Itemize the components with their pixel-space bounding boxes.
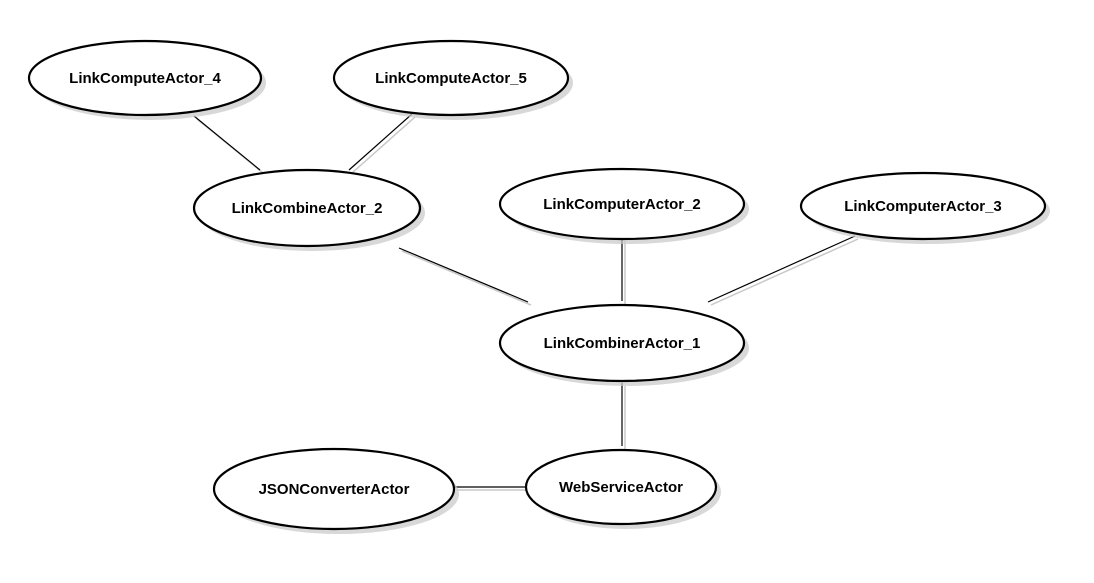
edge-layer — [193, 113, 859, 491]
node-linkcombineractor-1[interactable]: LinkCombinerActor_1 — [498, 303, 749, 386]
connector-line — [193, 115, 261, 171]
node-linkcomputeractor-3[interactable]: LinkComputerActor_3 — [799, 171, 1050, 244]
connector-n4-c2 — [193, 115, 264, 174]
node-label: LinkComputerActor_2 — [543, 196, 701, 213]
node-linkcomputeactor-4[interactable]: LinkComputeActor_4 — [27, 39, 266, 120]
node-linkcomputeactor-5[interactable]: LinkComputeActor_5 — [332, 39, 573, 120]
connector-shadow — [351, 116, 416, 174]
connector-c1-ws — [621, 383, 626, 449]
connector-lc3-c1 — [707, 235, 859, 306]
connector-lc2-c1 — [621, 238, 626, 304]
node-label: LinkComputeActor_4 — [69, 70, 221, 87]
node-label: LinkCombineActor_2 — [232, 200, 383, 217]
node-ellipse[interactable] — [192, 168, 422, 248]
node-linkcomputeractor-2[interactable]: LinkComputerActor_2 — [498, 167, 749, 244]
node-label: LinkCombinerActor_1 — [544, 335, 701, 352]
node-ellipse[interactable] — [498, 303, 746, 383]
node-label: LinkComputerActor_3 — [844, 198, 1002, 215]
node-ellipse[interactable] — [212, 447, 456, 531]
connector-shadow — [710, 238, 859, 306]
node-layer: LinkComputeActor_4 LinkComputeActor_5Link… — [27, 39, 1050, 534]
node-ellipse[interactable] — [498, 167, 746, 241]
connector-shadow — [401, 250, 532, 306]
node-ellipse[interactable] — [332, 39, 570, 117]
node-ellipse[interactable] — [799, 171, 1047, 241]
connector-line — [707, 235, 856, 303]
node-label: JSONConverterActor — [259, 481, 410, 498]
node-label: WebServiceActor — [559, 479, 683, 496]
connector-json-ws — [454, 486, 529, 491]
node-ellipse[interactable] — [524, 448, 718, 526]
connector-n5-c2 — [348, 113, 416, 174]
node-label: LinkComputeActor_5 — [375, 70, 527, 87]
connector-line — [348, 113, 413, 171]
connector-c2-c1 — [398, 247, 532, 306]
node-linkcombineactor-2[interactable]: LinkCombineActor_2 — [192, 168, 425, 251]
node-webserviceactor[interactable]: WebServiceActor — [524, 448, 721, 529]
node-jsonconverteractor[interactable]: JSONConverterActor — [212, 447, 459, 534]
connector-line — [398, 247, 529, 303]
node-ellipse[interactable] — [27, 39, 263, 117]
